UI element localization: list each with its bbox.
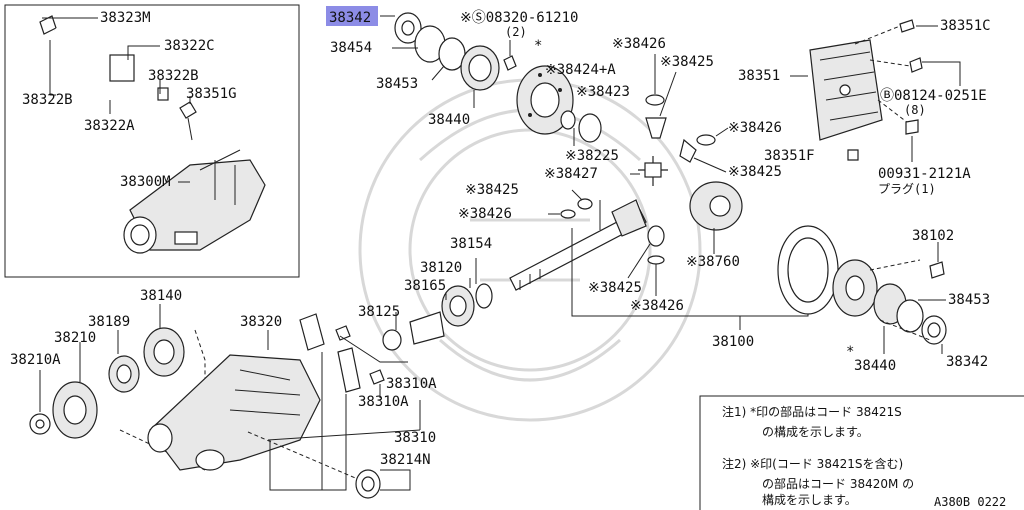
label-38342-top: 38342: [329, 10, 371, 26]
bolt-38351C-icon: [899, 19, 915, 33]
companion-flange-assembly: [29, 327, 185, 439]
pinion-38425-b-icon: [679, 138, 697, 163]
washer-38426-c-icon: [560, 209, 576, 219]
label-38351F: 38351F: [764, 148, 815, 164]
label-38351: 38351: [738, 68, 780, 84]
label-38102: 38102: [912, 228, 954, 244]
label-38760: ※38760: [686, 254, 740, 270]
label-38322B-left: 38322B: [22, 92, 73, 108]
label-38120: 38120: [420, 260, 462, 276]
label-38310A-b: 38310A: [358, 394, 409, 410]
washer-38426-d-icon: [647, 255, 665, 265]
differential-carrier-small: [123, 149, 266, 254]
label-38125: 38125: [358, 304, 400, 320]
pinion-38425-d-icon: [647, 225, 665, 247]
label-38424A: ※38424+A: [545, 62, 616, 78]
differential-case: [516, 65, 574, 135]
drive-pinion-shaft: [509, 199, 647, 291]
diagram-id: A380B 0222: [934, 495, 1006, 509]
label-38342-right: 38342: [946, 354, 988, 370]
label-38165: 38165: [404, 278, 446, 294]
star-mark-a: *: [534, 38, 542, 54]
label-38453-right: 38453: [948, 292, 990, 308]
label-38210A: 38210A: [10, 352, 61, 368]
label-08124-qty: (8): [904, 103, 926, 117]
label-38214N: 38214N: [380, 452, 431, 468]
differential-carrier-38320: [147, 354, 321, 471]
watermark-emblem-icon: [358, 78, 702, 422]
label-38351C: 38351C: [940, 18, 991, 34]
label-38189: 38189: [88, 314, 130, 330]
side-bearing-set-top: [394, 12, 500, 91]
label-08124-0251E: Ⓑ08124-0251E: [880, 88, 987, 104]
label-38322A: 38322A: [84, 118, 135, 134]
star-mark-b: *: [846, 344, 854, 360]
label-38426-c: ※38426: [458, 206, 512, 222]
label-38426-b: ※38426: [728, 120, 782, 136]
label-38427: ※38427: [544, 166, 598, 182]
pinion-38425-a-icon: [645, 117, 667, 139]
label-38310A-a: 38310A: [386, 376, 437, 392]
label-38426-a: ※38426: [612, 36, 666, 52]
mounting-brackets: [299, 313, 385, 393]
note1-line1: 注1) *印の部品はコード 38421S: [722, 404, 902, 419]
label-38425-d: ※38425: [588, 280, 642, 296]
notes-frame: [699, 395, 1024, 510]
breather-38351F-icon: [847, 149, 859, 161]
label-38425-b: ※38425: [728, 164, 782, 180]
label-38425-a: ※38425: [660, 54, 714, 70]
label-38225: ※38225: [565, 148, 619, 164]
highlight-38342: [326, 6, 378, 26]
ring-gear-38760: [689, 181, 743, 231]
note2-line1: 注2) ※印(コード 38421Sを含む): [722, 456, 903, 471]
final-drive-gear-right: [777, 225, 947, 345]
label-38310: 38310: [394, 430, 436, 446]
washer-38426-b-icon: [696, 134, 716, 146]
label-38320: 38320: [240, 314, 282, 330]
label-38440-right: 38440: [854, 358, 896, 374]
label-38322B-right: 38322B: [148, 68, 199, 84]
label-38454: 38454: [330, 40, 372, 56]
bolt-38102-icon: [929, 261, 945, 279]
rear-cover-38351: [809, 39, 883, 141]
label-38426-d: ※38426: [630, 298, 684, 314]
label-38425-c: ※38425: [465, 182, 519, 198]
bolt-08320-icon: [503, 55, 517, 71]
label-08320-qty: (2): [505, 25, 527, 39]
label-00931-plug: プラグ(1): [878, 182, 936, 196]
label-38423: ※38423: [576, 84, 630, 100]
label-38210: 38210: [54, 330, 96, 346]
note2-line3: 構成を示します。: [762, 493, 857, 507]
label-38140: 38140: [140, 288, 182, 304]
label-38440-top: 38440: [428, 112, 470, 128]
label-38453-top: 38453: [376, 76, 418, 92]
label-38322C: 38322C: [164, 38, 215, 54]
inset-frame: [4, 4, 300, 278]
oil-seal-38214N: [355, 469, 381, 499]
note2-line2: の部品はコード 38420M の: [762, 476, 914, 491]
note1-line2: の構成を示します。: [762, 425, 869, 439]
label-38351G: 38351G: [186, 86, 237, 102]
label-00931-2121A: 00931-2121A: [878, 166, 971, 182]
label-38300M: 38300M: [120, 174, 171, 190]
pinion-bearing-set: [382, 283, 493, 351]
label-38100: 38100: [712, 334, 754, 350]
washer-38426-a-icon: [645, 94, 665, 106]
bolt-08124-icon: [909, 57, 923, 73]
side-gear-icon: [560, 110, 602, 143]
plug-00931-icon: [905, 119, 919, 135]
washer-38425-c-icon: [577, 198, 593, 210]
label-08320-61210: ※Ⓢ08320-61210: [460, 10, 578, 26]
breather-hose-assembly: [39, 15, 197, 141]
label-38323M: 38323M: [100, 10, 151, 26]
label-38154: 38154: [450, 236, 492, 252]
